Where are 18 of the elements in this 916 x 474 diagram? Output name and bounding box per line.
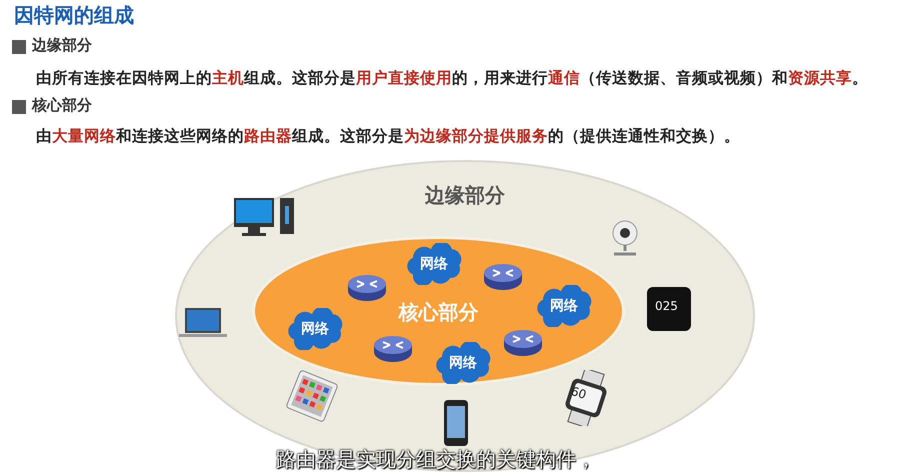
display-readout: 025 [655, 299, 678, 313]
region-label: 边缘部分 [425, 182, 505, 209]
cloud-label: 网络 [420, 255, 448, 273]
display-readout: 60 [569, 384, 588, 402]
cloud-label: 网络 [449, 354, 477, 372]
paragraph: 由所有连接在因特网上的主机组成。这部分是用户直接使用的，用来进行通信（传送数据、音频或视频）和资源共享。 [36, 68, 868, 89]
network-cloud [433, 342, 493, 384]
network-cloud [285, 308, 345, 350]
subtitle: 路由器是实现分组交换的关键构件， [276, 446, 596, 473]
network-cloud [534, 285, 594, 327]
network-cloud [404, 243, 464, 285]
title: 因特网的组成 [14, 2, 134, 29]
cloud-label: 网络 [550, 297, 578, 315]
section-heading: 核心部分 [32, 96, 92, 115]
paragraph: 由大量网络和连接这些网络的路由器组成。这部分是为边缘部分提供服务的（提供连通性和交换）。 [36, 126, 740, 147]
region-label: 核心部分 [398, 299, 478, 326]
section-heading: 边缘部分 [32, 36, 92, 55]
cloud-label: 网络 [301, 320, 329, 338]
